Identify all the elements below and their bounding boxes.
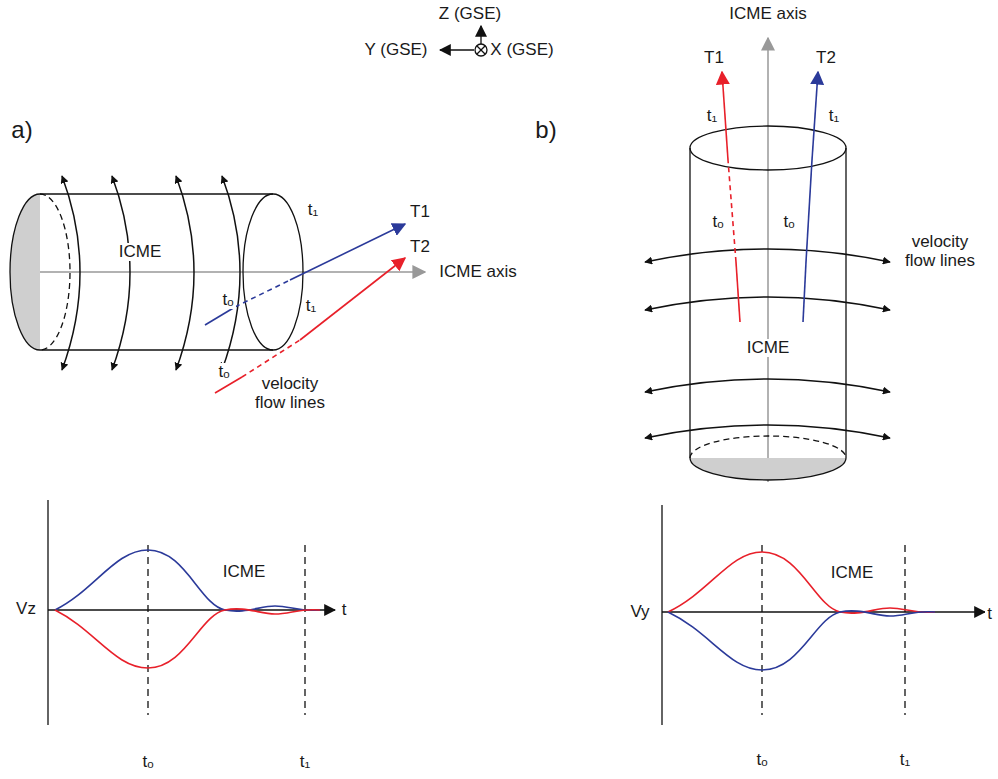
- panel-label: b): [533, 117, 558, 143]
- illustration-stroke: [661, 505, 662, 725]
- illustration-stroke: [40, 194, 70, 350]
- illustration-stroke: [205, 307, 235, 325]
- illustration-stroke: [736, 262, 740, 322]
- trajectory-label: T1: [408, 203, 432, 222]
- time-label: tₒ: [216, 363, 231, 382]
- illustration-stroke: [690, 126, 846, 170]
- flow-label: velocity flow lines: [248, 375, 332, 412]
- illustration-stroke: [722, 72, 728, 160]
- illustration-stroke: [15, 271, 425, 273]
- illustration-stroke: [176, 176, 194, 370]
- axis-label: Vy: [628, 603, 651, 622]
- illustration-stroke: [812, 72, 818, 160]
- illustration-stroke: [645, 297, 890, 310]
- axis-label: Z (GSE): [437, 5, 503, 24]
- illustration-stroke: [645, 425, 890, 438]
- illustration-stroke: [440, 49, 474, 50]
- illustration-stroke: [690, 458, 846, 480]
- time-label: t₁: [306, 201, 320, 220]
- illustration-stroke: [668, 552, 935, 613]
- axis-label: X (GSE): [488, 41, 555, 60]
- illustration-stroke: [10, 194, 40, 350]
- illustration-stroke: [300, 258, 405, 340]
- trajectory-label: T2: [814, 49, 838, 68]
- illustration-stroke: [690, 436, 846, 458]
- structure-label: ICME: [829, 564, 876, 583]
- time-label: t₁: [898, 751, 912, 770]
- illustration-stroke: [904, 545, 905, 715]
- time-label: t₁: [304, 297, 318, 316]
- trajectory-label: T2: [408, 238, 432, 257]
- time-label: t₁: [705, 107, 719, 126]
- illustration-stroke: [112, 176, 130, 370]
- structure-label: ICME: [745, 339, 792, 358]
- illustration-stroke: [243, 194, 303, 350]
- flow-label: velocity flow lines: [898, 233, 982, 270]
- trajectory-label: T1: [702, 49, 726, 68]
- illustration-stroke: [55, 550, 320, 611]
- time-label: tₒ: [754, 751, 769, 770]
- time-label: tₒ: [710, 213, 725, 232]
- illustration-stroke: [40, 349, 273, 350]
- illustration-stroke: [662, 505, 985, 725]
- illustration-stroke: [761, 545, 762, 715]
- structure-label: ICME: [117, 243, 164, 262]
- illustration-stroke: [645, 249, 890, 438]
- illustration-stroke: [242, 340, 300, 377]
- illustration-stroke: [477, 46, 485, 54]
- time-label: t₁: [298, 753, 312, 772]
- illustration-stroke: [662, 611, 985, 612]
- time-label: t₁: [827, 107, 841, 126]
- illustration-stroke: [235, 280, 290, 307]
- illustration-stroke: [440, 26, 487, 56]
- time-label: tₒ: [781, 213, 796, 232]
- illustration-stroke: [668, 611, 935, 670]
- illustration-stroke: [62, 176, 80, 370]
- illustration-stroke: [222, 176, 240, 370]
- axis-label: t: [985, 605, 994, 624]
- axis-label: Vz: [14, 600, 38, 619]
- illustration-stroke: [645, 379, 890, 392]
- illustration-stroke: [645, 249, 890, 262]
- illustration-stroke: [728, 160, 736, 262]
- illustration-stroke: [475, 44, 487, 56]
- illustration-stroke: [722, 72, 818, 322]
- illustration-stroke: [48, 500, 335, 725]
- illustration-stroke: [147, 545, 148, 715]
- illustration-stroke: [48, 609, 335, 610]
- axis-label: t: [340, 601, 349, 620]
- axis-label: ICME axis: [437, 263, 518, 282]
- illustration-stroke: [304, 545, 305, 715]
- structure-label: ICME: [221, 563, 268, 582]
- illustration-stroke: [47, 500, 48, 725]
- illustration-stroke: [205, 224, 405, 393]
- time-label: tₒ: [220, 291, 235, 310]
- illustration-stroke: [803, 262, 806, 322]
- illustration-stroke: [55, 609, 320, 668]
- axis-label: Y (GSE): [363, 41, 430, 60]
- illustration-stroke: [806, 160, 812, 262]
- illustration-stroke: [10, 194, 303, 350]
- illustration-stroke: [62, 176, 240, 370]
- illustration-stroke: [767, 38, 769, 482]
- axis-label: ICME axis: [727, 5, 808, 24]
- panel-label: a): [9, 117, 34, 143]
- time-label: tₒ: [140, 753, 155, 772]
- illustration-stroke: [477, 46, 485, 54]
- illustration-stroke: [40, 193, 273, 194]
